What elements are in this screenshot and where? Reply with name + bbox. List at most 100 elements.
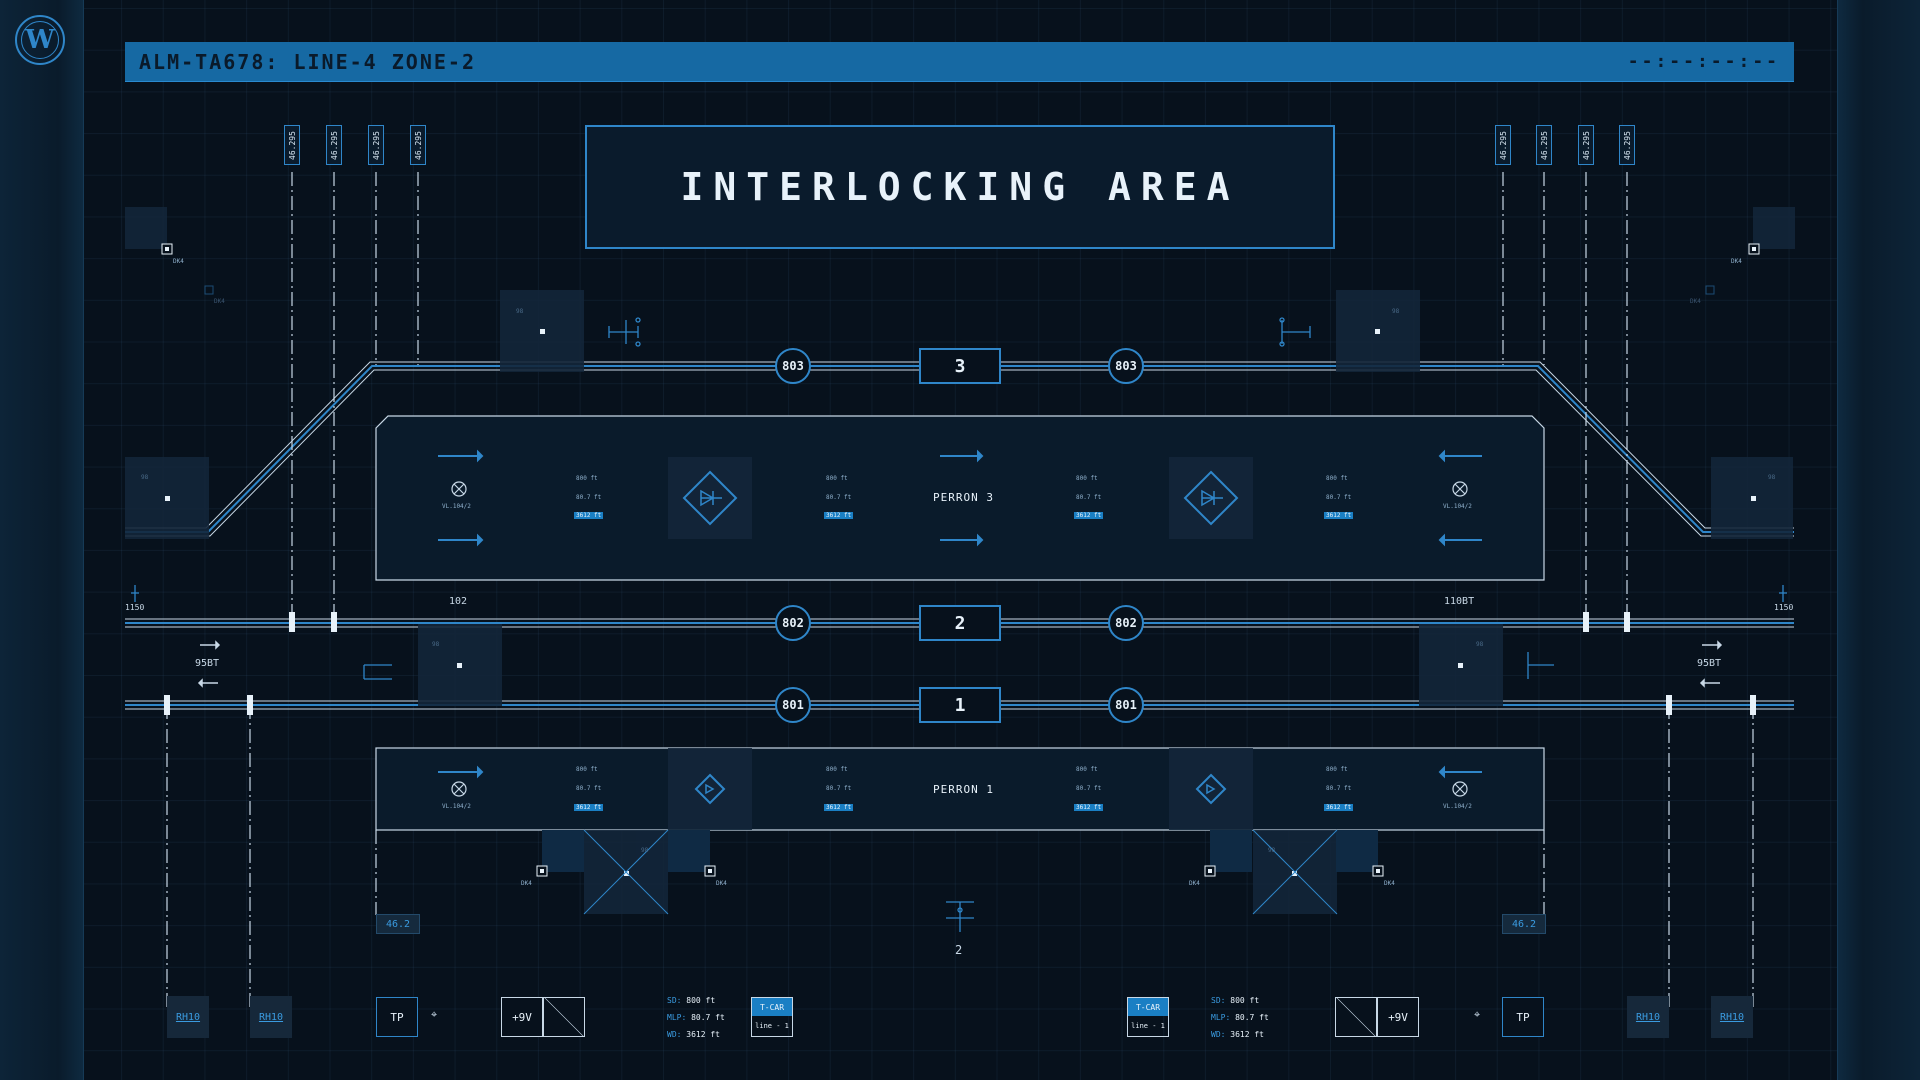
diagonal-toggle-left[interactable] xyxy=(543,997,585,1037)
block-tag: 98 xyxy=(516,308,524,315)
km-marker: 46.295 xyxy=(368,125,384,165)
mini-value: 80.7 ft xyxy=(826,785,852,792)
rh10-button[interactable]: RH10 xyxy=(167,996,209,1038)
tcar-line: line - 1 xyxy=(1131,1022,1165,1030)
km-marker: 46.295 xyxy=(284,125,300,165)
header-bar: ALM-TA678: LINE-4 ZONE-2 --:--:--:-- xyxy=(125,42,1794,82)
stat-mlp: MLP: 80.7 ft xyxy=(1211,1013,1269,1022)
km-tag: 46.2 xyxy=(376,914,420,934)
stat-sd: SD: 800 ft xyxy=(1211,996,1260,1005)
km-marker: 46.295 xyxy=(410,125,426,165)
mini-value-badge: 3612 ft xyxy=(1324,512,1354,519)
track-label-102: 102 xyxy=(449,596,468,607)
switch-label: DK4 xyxy=(1384,880,1395,887)
signal-target-icon[interactable]: ⌖ xyxy=(431,1008,438,1021)
left-side-panel: W xyxy=(0,0,84,1080)
right-side-panel xyxy=(1837,0,1920,1080)
clock-display: --:--:--:-- xyxy=(1627,51,1780,72)
tcar-title: T-CAR xyxy=(752,998,792,1016)
track-label-95bt-right: 95BT xyxy=(1697,658,1722,669)
tcar-panel-left[interactable]: T-CAR line - 1 xyxy=(751,997,793,1037)
center-number: 2 xyxy=(955,943,963,957)
signal-target-icon[interactable]: ⌖ xyxy=(1474,1008,1481,1021)
mini-value: 800 ft xyxy=(576,766,598,773)
km-marker: 46.295 xyxy=(1619,125,1635,165)
mini-value: 800 ft xyxy=(1326,475,1348,482)
plus9v-button-left[interactable]: +9V xyxy=(501,997,543,1037)
alarm-title: ALM-TA678: LINE-4 ZONE-2 xyxy=(139,49,476,74)
mini-value: 800 ft xyxy=(1326,766,1348,773)
rh10-button[interactable]: RH10 xyxy=(1711,996,1753,1038)
mini-value: 80.7 ft xyxy=(1326,494,1352,501)
km-marker: 46.295 xyxy=(1495,125,1511,165)
signal-801-left[interactable]: 801 xyxy=(775,687,811,723)
signal-801-right[interactable]: 801 xyxy=(1108,687,1144,723)
track-label-1150-right: 1150 xyxy=(1774,603,1794,612)
faded-switch-label: DK4 xyxy=(214,298,225,305)
unit-label: VL.104/2 xyxy=(442,803,471,810)
mini-value-badge: 3612 ft xyxy=(574,512,604,519)
mini-value: 800 ft xyxy=(826,766,848,773)
mini-value: 80.7 ft xyxy=(1326,785,1352,792)
track-2-box[interactable]: 2 xyxy=(919,605,1001,641)
km-marker: 46.295 xyxy=(1536,125,1552,165)
block-tag: 98 xyxy=(141,474,149,481)
signal-803-right[interactable]: 803 xyxy=(1108,348,1144,384)
mini-value-badge: 3612 ft xyxy=(1074,512,1104,519)
signal-802-right[interactable]: 802 xyxy=(1108,605,1144,641)
w-circle-logo[interactable]: W xyxy=(15,15,65,65)
stats-left: SD: 800 ft MLP: 80.7 ft WD: 3612 ft xyxy=(667,992,725,1043)
block-tag: 98 xyxy=(641,847,649,854)
mini-value-badge: 3612 ft xyxy=(824,804,854,811)
mini-value: 80.7 ft xyxy=(576,785,602,792)
mini-value: 800 ft xyxy=(1076,766,1098,773)
stat-mlp: MLP: 80.7 ft xyxy=(667,1013,725,1022)
interlocking-banner: INTERLOCKING AREA xyxy=(585,125,1335,249)
switch-label: DK4 xyxy=(716,880,727,887)
mini-value-badge: 3612 ft xyxy=(1074,804,1104,811)
perron-1-platform xyxy=(375,747,1545,831)
track-1-box[interactable]: 1 xyxy=(919,687,1001,723)
mini-value: 80.7 ft xyxy=(1076,494,1102,501)
tcar-line: line - 1 xyxy=(755,1022,789,1030)
block-tag: 98 xyxy=(1268,847,1276,854)
perron-3-label: PERRON 3 xyxy=(933,491,994,504)
tcar-panel-right[interactable]: T-CAR line - 1 xyxy=(1127,997,1169,1037)
stats-right: SD: 800 ft MLP: 80.7 ft WD: 3612 ft xyxy=(1211,992,1269,1043)
switch-label: DK4 xyxy=(173,258,184,265)
mini-value-badge: 3612 ft xyxy=(1324,804,1354,811)
block-tag: 98 xyxy=(1768,474,1776,481)
signal-802-left[interactable]: 802 xyxy=(775,605,811,641)
unit-label: VL.104/2 xyxy=(442,503,471,510)
unit-label: VL.104/2 xyxy=(1443,803,1472,810)
diagonal-toggle-right[interactable] xyxy=(1335,997,1377,1037)
mini-value: 80.7 ft xyxy=(576,494,602,501)
block-tag: 98 xyxy=(1476,641,1484,648)
banner-title: INTERLOCKING AREA xyxy=(680,165,1240,209)
km-marker: 46.295 xyxy=(326,125,342,165)
track-label-110bt: 110BT xyxy=(1444,596,1475,607)
tp-button-left[interactable]: TP xyxy=(376,997,418,1037)
mini-value: 80.7 ft xyxy=(826,494,852,501)
stat-wd: WD: 3612 ft xyxy=(1211,1030,1264,1039)
signal-803-left[interactable]: 803 xyxy=(775,348,811,384)
km-tag: 46.2 xyxy=(1502,914,1546,934)
block-tag: 98 xyxy=(1392,308,1400,315)
plus9v-button-right[interactable]: +9V xyxy=(1377,997,1419,1037)
tp-button-right[interactable]: TP xyxy=(1502,997,1544,1037)
block-tag: 98 xyxy=(432,641,440,648)
mini-value: 800 ft xyxy=(1076,475,1098,482)
logo-letter: W xyxy=(21,21,59,59)
tcar-title: T-CAR xyxy=(1128,998,1168,1016)
rh10-button[interactable]: RH10 xyxy=(1627,996,1669,1038)
mini-value-badge: 3612 ft xyxy=(824,512,854,519)
rh10-button[interactable]: RH10 xyxy=(250,996,292,1038)
unit-label: VL.104/2 xyxy=(1443,503,1472,510)
mini-value: 80.7 ft xyxy=(1076,785,1102,792)
mini-value-badge: 3612 ft xyxy=(574,804,604,811)
km-marker: 46.295 xyxy=(1578,125,1594,165)
switch-label: DK4 xyxy=(521,880,532,887)
switch-label: DK4 xyxy=(1189,880,1200,887)
track-3-box[interactable]: 3 xyxy=(919,348,1001,384)
